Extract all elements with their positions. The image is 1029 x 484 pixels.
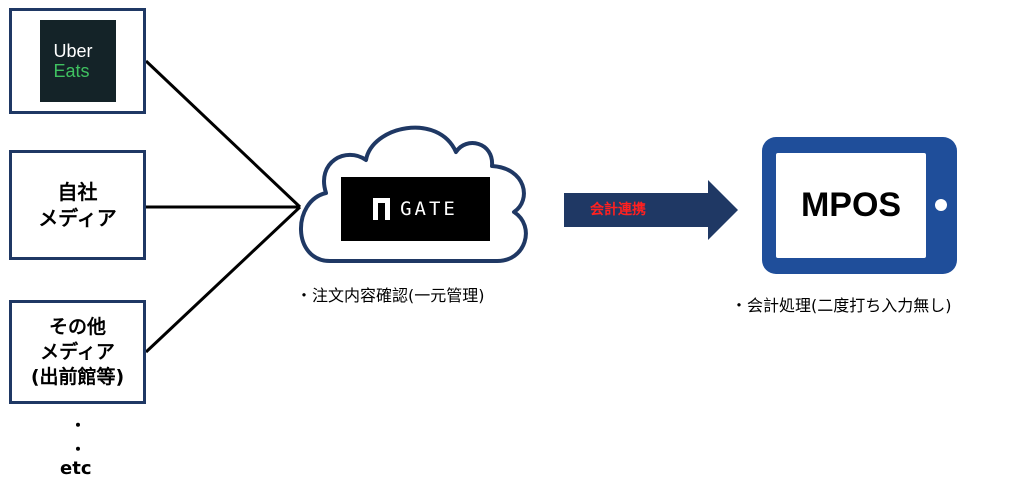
gate-logo: GATE: [341, 177, 490, 241]
mpos-screen: MPOS: [776, 153, 926, 258]
mpos-screen-text: MPOS: [800, 186, 902, 224]
etc-label: etc: [60, 458, 92, 479]
uber-logo-line2: Eats: [53, 61, 90, 81]
other-media-label: その他 メディア (出前館等): [30, 315, 125, 388]
connector-uber: [144, 59, 302, 209]
own-media-box: 自社 メディア: [9, 150, 146, 260]
accounting-link-arrow: [564, 180, 738, 240]
home-button-icon: [935, 199, 947, 211]
uber-logo-line1: Uber: [53, 41, 93, 61]
mpos-caption: ・会計処理(二度打ち入力無し): [731, 296, 952, 315]
uber-eats-box: Uber Eats: [9, 8, 146, 114]
gate-logo-text: GATE: [400, 198, 458, 220]
more-dot-1: ・: [70, 416, 87, 435]
connector-other-media: [144, 205, 302, 354]
own-media-label: 自社 メディア: [38, 180, 117, 230]
more-dot-2: ・: [70, 440, 87, 459]
uber-eats-logo: Uber Eats: [39, 20, 116, 102]
other-media-box: その他 メディア (出前館等): [9, 300, 146, 404]
gate-mark-icon: [373, 198, 391, 220]
arrow-label: 会計連携: [590, 202, 646, 218]
cloud-caption: ・注文内容確認(一元管理): [296, 286, 485, 305]
mpos-tablet: MPOS: [762, 137, 957, 274]
